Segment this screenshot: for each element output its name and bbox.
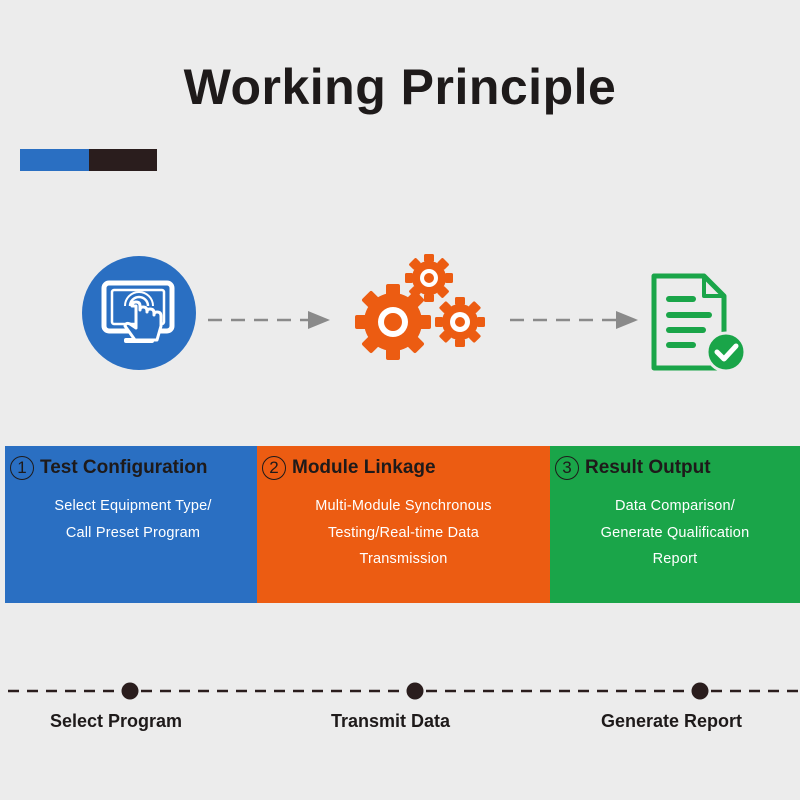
step-result-output: 3 Result Output Data Comparison/ Generat…	[550, 446, 800, 603]
timeline-label-select-program: Select Program	[50, 711, 183, 731]
gears-icon	[355, 254, 485, 360]
touch-monitor-icon	[82, 256, 196, 370]
step-title: Module Linkage	[292, 457, 436, 478]
accent-bar-blue	[20, 149, 89, 171]
step-module-linkage: 2 Module Linkage Multi-Module Synchronou…	[257, 446, 550, 603]
step-number-badge: 1	[10, 456, 34, 480]
step-description-line: Generate Qualification	[600, 524, 750, 541]
accent-bar-dark	[89, 149, 157, 171]
small-gear-top-icon	[405, 254, 453, 302]
timeline-label-transmit-data: Transmit Data	[331, 711, 451, 731]
step-title: Result Output	[585, 457, 711, 478]
title-accent-bar	[20, 149, 157, 171]
timeline-label-generate-report: Generate Report	[601, 711, 743, 731]
large-gear-icon	[355, 284, 431, 360]
timeline-dot	[691, 682, 709, 700]
report-check-icon	[651, 273, 746, 373]
small-gear-right-icon	[435, 297, 485, 347]
step-description-line: Report	[652, 551, 698, 567]
step-description-line: Data Comparison/	[614, 498, 736, 514]
flow-arrow-icon	[510, 311, 638, 329]
step-header: 2 Module Linkage	[262, 456, 436, 480]
step-header: 1 Test Configuration	[10, 456, 207, 480]
step-title: Test Configuration	[40, 457, 208, 478]
timeline-dot	[406, 682, 424, 700]
step-description: Multi-Module Synchronous Testing/Real-ti…	[257, 493, 550, 573]
step-test-configuration: 1 Test Configuration Select Equipment Ty…	[5, 446, 257, 603]
step-number-badge: 2	[262, 456, 286, 480]
step-description: Select Equipment Type/ Call Preset Progr…	[13, 493, 253, 546]
steps-panel: 1 Test Configuration Select Equipment Ty…	[5, 446, 800, 603]
timeline-line	[8, 682, 800, 700]
step-description-line: Select Equipment Type/	[54, 498, 212, 514]
step-description-line: Transmission	[359, 551, 448, 567]
step-description: Data Comparison/ Generate Qualification …	[550, 493, 800, 573]
step-description-line: Call Preset Program	[65, 524, 201, 541]
timeline-dot	[121, 682, 139, 700]
step-number-badge: 3	[555, 456, 579, 480]
step-description-line: Multi-Module Synchronous	[315, 498, 492, 514]
page-title: Working Principle	[183, 59, 617, 115]
step-header: 3 Result Output	[555, 456, 711, 480]
flow-arrow-icon	[208, 311, 330, 329]
step-description-line: Testing/Real-time Data	[327, 524, 480, 541]
